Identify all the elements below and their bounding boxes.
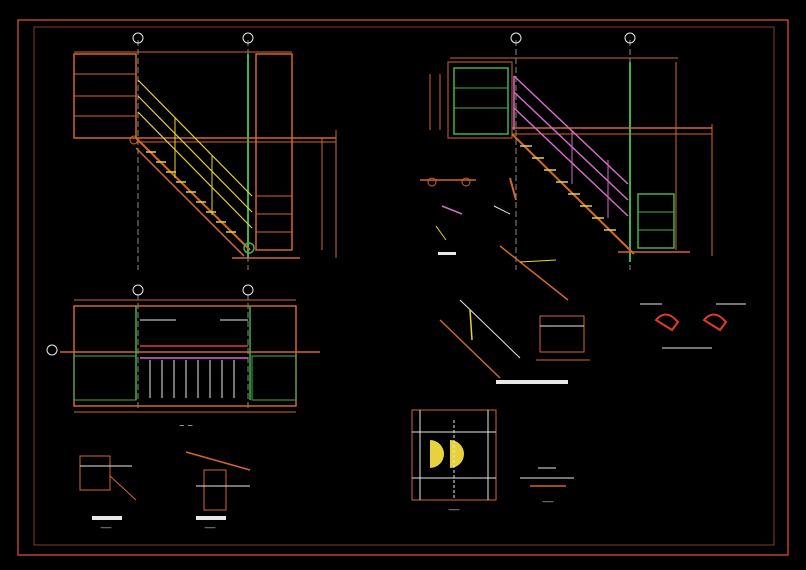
plan-view-c: ─ ─ bbox=[46, 284, 320, 430]
grid-bubble-icon bbox=[624, 32, 636, 44]
detail-bottom-1: ─── bbox=[79, 455, 137, 532]
detail-4-label: ─── bbox=[542, 499, 554, 506]
elevation-view-b bbox=[429, 32, 713, 270]
grid-bubble-icon bbox=[132, 284, 144, 296]
grid-bubble-icon bbox=[242, 32, 254, 44]
drawing-frame bbox=[33, 26, 775, 546]
grid-bubble-icon bbox=[242, 284, 254, 296]
detail-bottom-2: ─── bbox=[185, 451, 251, 532]
grid-bubble-icon bbox=[46, 344, 58, 356]
detail-bottom-4: ─── bbox=[520, 467, 574, 506]
detail-cluster-middle bbox=[420, 177, 746, 384]
detail-2-label: ─── bbox=[204, 525, 216, 532]
grid-bubble-icon bbox=[510, 32, 522, 44]
plan-view-title: ─ ─ bbox=[179, 422, 193, 430]
detail-1-label: ─── bbox=[100, 525, 112, 532]
detail-3-label: ─── bbox=[448, 507, 460, 514]
grid-bubble-icon bbox=[132, 32, 144, 44]
detail-bottom-3: ─── bbox=[411, 409, 497, 514]
elevation-view-a bbox=[73, 32, 337, 270]
sheet-border bbox=[17, 19, 789, 556]
